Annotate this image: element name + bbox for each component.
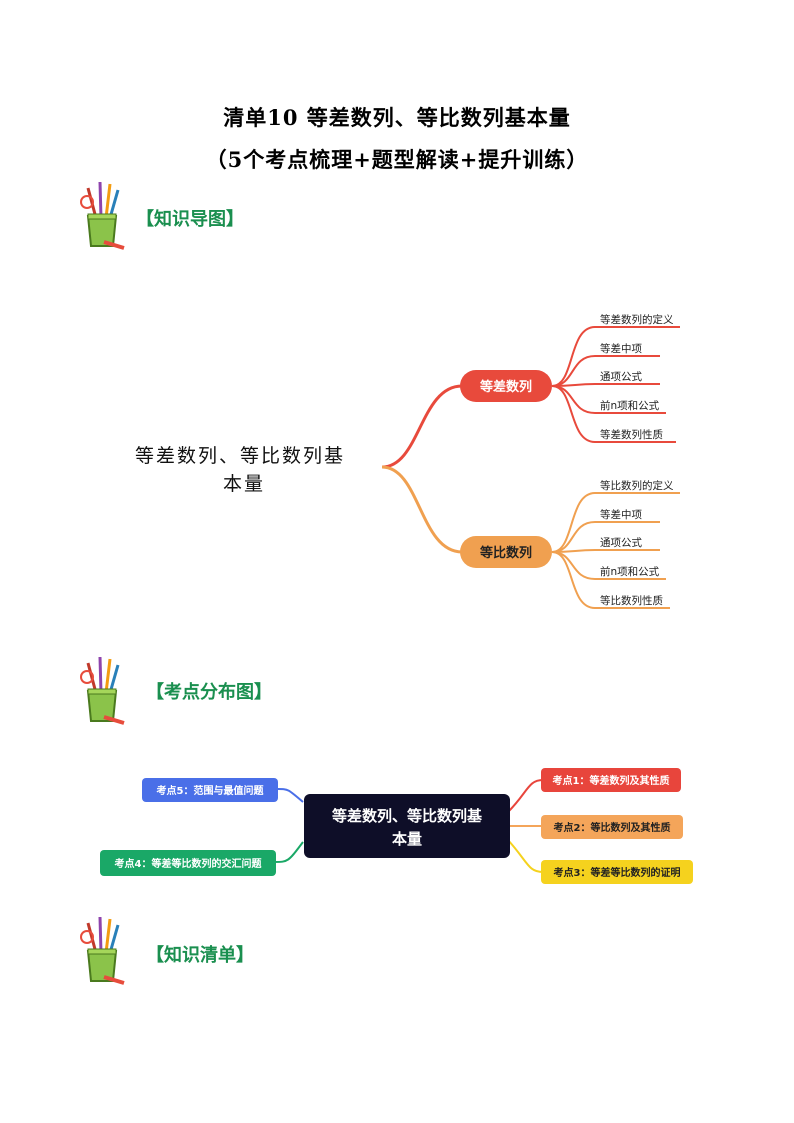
exam-point-1-label: 考点1：等差数列及其性质	[553, 774, 670, 787]
leaf-arith-5: 等差数列性质	[600, 428, 663, 441]
leaf-geo-2: 等差中项	[600, 508, 642, 521]
branch-label-geometric: 等比数列	[479, 545, 532, 561]
leaf-arith-3: 通项公式	[600, 370, 642, 383]
pencil-cup-icon	[80, 181, 125, 250]
mindmap-root-line1: 等差数列、等比数列基	[135, 445, 345, 467]
pencil-cup-icon	[80, 656, 125, 725]
exam-point-4-label: 考点4：等差等比数列的交汇问题	[115, 857, 263, 870]
section-heading-knowledge-map: 【知识导图】	[136, 209, 244, 230]
exam-point-5-label: 考点5：范围与最值问题	[157, 784, 265, 797]
section-heading-knowledge-list: 【知识清单】	[146, 945, 254, 966]
branch-label-arithmetic: 等差数列	[479, 379, 532, 395]
mindmap-root-line2: 本量	[223, 473, 265, 495]
mindmap-center-line1: 等差数列、等比数列基	[332, 807, 483, 825]
pencil-cup-icon	[80, 916, 125, 985]
exam-point-4-node	[100, 850, 276, 876]
exam-point-3-node	[541, 860, 693, 884]
exam-points-mindmap: 等差数列、等比数列基 本量 考点1：等差数列及其性质 考点2：等比数列及其性质 …	[100, 768, 693, 884]
branch-node-geometric	[460, 536, 552, 568]
knowledge-mindmap: 等差数列、等比数列基 本量 等差数列 等比数列 等差数列的定义 等差中项 通项公…	[135, 313, 680, 609]
section-heading-exam-points: 【考点分布图】	[146, 682, 272, 703]
exam-point-2-node	[541, 815, 683, 839]
leaf-arith-2: 等差中项	[600, 342, 642, 355]
leaf-geo-1: 等比数列的定义	[600, 479, 674, 492]
leaf-arith-4: 前n项和公式	[600, 399, 660, 412]
branch-node-arithmetic	[460, 370, 552, 402]
exam-point-3-label: 考点3：等差等比数列的证明	[554, 866, 681, 879]
mindmap-center-node	[304, 794, 510, 858]
leaf-geo-4: 前n项和公式	[600, 565, 660, 578]
exam-point-1-node	[541, 768, 681, 792]
exam-point-5-node	[142, 778, 278, 802]
page-subtitle: （5个考点梳理+题型解读+提升训练）	[205, 147, 589, 172]
page-title: 清单10 等差数列、等比数列基本量	[223, 105, 571, 130]
exam-point-2-label: 考点2：等比数列及其性质	[554, 821, 671, 834]
mindmap-center-line2: 本量	[392, 830, 422, 848]
leaf-geo-3: 通项公式	[600, 536, 642, 549]
leaf-arith-1: 等差数列的定义	[600, 313, 674, 326]
leaf-geo-5: 等比数列性质	[600, 594, 663, 607]
